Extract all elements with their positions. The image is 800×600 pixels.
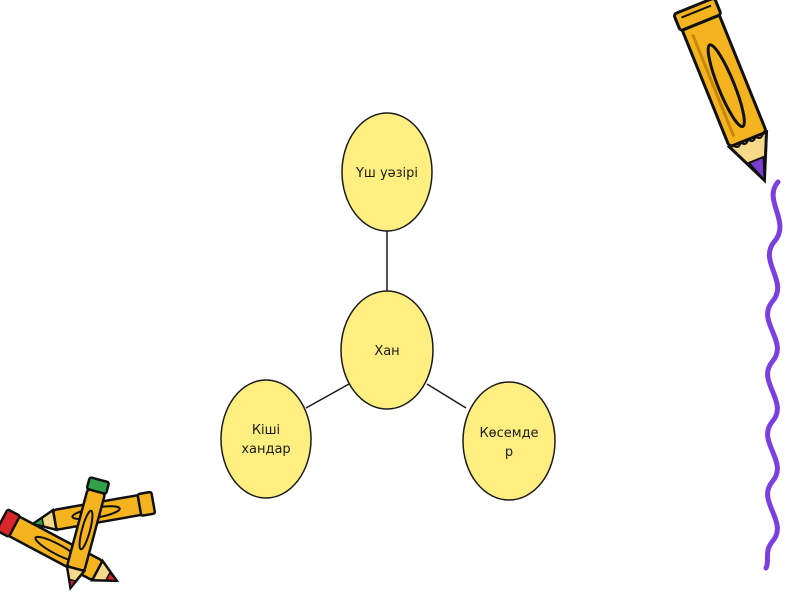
node-right: Көсемде р [463, 382, 555, 500]
node-left-label-line1: Кіші [252, 423, 280, 438]
wavy-line [766, 182, 780, 568]
node-left: Кіші хандар [221, 380, 311, 498]
pencil-icon [674, 0, 785, 189]
connector-right [427, 384, 466, 408]
node-top: Үш уәзірі [342, 113, 432, 231]
connector-left [306, 384, 349, 408]
node-right-label-line1: Көсемде [479, 426, 538, 441]
crossed-pencils-icon [0, 477, 155, 591]
node-center-label: Хан [374, 344, 399, 359]
node-left-label-line2: хандар [241, 442, 290, 457]
node-center: Хан [341, 291, 433, 409]
node-right-label-line2: р [505, 445, 513, 460]
node-top-label: Үш уәзірі [355, 166, 418, 181]
